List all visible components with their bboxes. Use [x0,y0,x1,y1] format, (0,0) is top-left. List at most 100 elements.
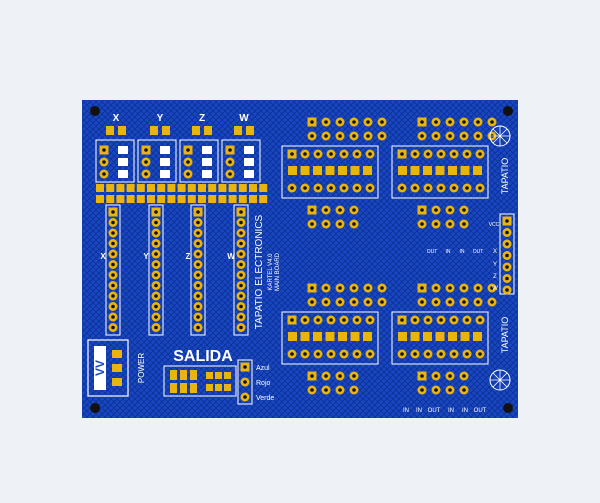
pin-hole [465,186,469,190]
smd-pad [313,166,322,175]
pin-hole [462,286,466,290]
smd-pad [423,332,432,341]
smd-pad [136,184,145,192]
pin-hole [505,230,509,235]
pin-hole [196,231,200,235]
pin-hole [111,252,115,256]
smd-pad [350,166,360,175]
pin-hole [505,242,509,246]
pin-hole [196,210,200,214]
chip-body [244,146,254,154]
pin-hole [448,134,452,138]
pin-hole [228,160,232,164]
pin-hole [239,262,243,267]
smd-pad [162,126,170,135]
pin-hole [476,286,480,290]
right-io-connector [499,213,515,295]
pin-hole [434,374,438,378]
pin-hole [239,241,243,246]
rgb-pins [237,359,253,405]
pin-hole [324,374,328,378]
pin-hole [111,294,115,298]
smd-pad [190,370,197,380]
vertical-pin-headers [105,204,249,336]
pin-hole [434,208,438,212]
smd-pad [410,332,420,341]
right-connector-labels: VCC X Y Z W [489,222,500,292]
pin-hole [465,352,469,356]
silk-outline [281,311,379,365]
connector-label-z: Z [493,274,497,280]
axis-header-w: W [239,113,249,124]
pin-hole [186,172,190,176]
pin-hole [186,160,190,164]
smd-pad [338,166,347,175]
pin-hole [352,388,356,392]
smd-pad [259,184,268,192]
pin-hole [239,283,243,288]
smd-pad [300,332,310,341]
pin-hole [478,186,482,190]
brand-side-top: TAPATIO [500,158,510,195]
silk-outline [233,204,249,336]
io-label: OUT [474,408,487,414]
smd-pad [170,383,177,393]
pin-hole [420,134,424,138]
pin-hole [420,120,424,124]
pin-hole [420,300,424,304]
connector-pad-row [96,184,268,203]
pin-hole [196,304,200,309]
pin-hole [196,252,200,256]
pin-hole [380,300,384,304]
pin-hole [329,318,333,322]
pin-hole [324,300,328,304]
pin-hole [324,388,328,392]
salida-pads [163,365,237,397]
board-version: KARTEL V4.0 [268,253,274,291]
connector-label-vcc: VCC [489,222,500,228]
pin-hole [462,134,466,138]
pin-hole [505,253,509,258]
smd-pad [126,195,135,203]
smd-pad [435,332,445,341]
smd-pad [96,195,104,203]
logo-mark-top [489,125,511,147]
pin-hole [111,231,115,235]
pin-hole [342,186,346,190]
pin-hole [144,160,148,164]
pin-hole [352,286,356,290]
pin-hole [420,388,424,392]
pin-hole [413,186,417,190]
smd-pad [238,195,247,203]
pin-hole [342,352,346,356]
smd-pad [190,383,197,393]
power-connector-outline [87,339,129,397]
pin-hole [465,152,469,156]
pin-hole [310,134,314,138]
smd-pad [187,184,196,192]
smd-pad [215,372,222,379]
pin-hole [324,134,328,138]
pin-hole [505,288,509,292]
chip-body [160,158,170,166]
pin-hole [366,120,370,124]
pin-hole [196,315,200,319]
smd-pad [167,184,176,192]
chip-body [202,146,212,154]
smd-pad [157,184,166,192]
pin-hole [154,283,158,288]
pin-hole [310,120,314,124]
pin-hole [111,283,115,288]
pin-hole [448,388,452,392]
smd-pad [147,195,155,203]
smd-pad [118,126,126,135]
pin-hole [434,286,438,290]
axis-jumper-pads [106,126,254,135]
smd-pad [204,126,212,135]
pin-hole [324,286,328,290]
pin-hole [434,388,438,392]
pin-hole [303,318,307,322]
pin-hole [154,231,158,235]
pin-hole [239,273,243,277]
pin-hole [342,152,346,156]
